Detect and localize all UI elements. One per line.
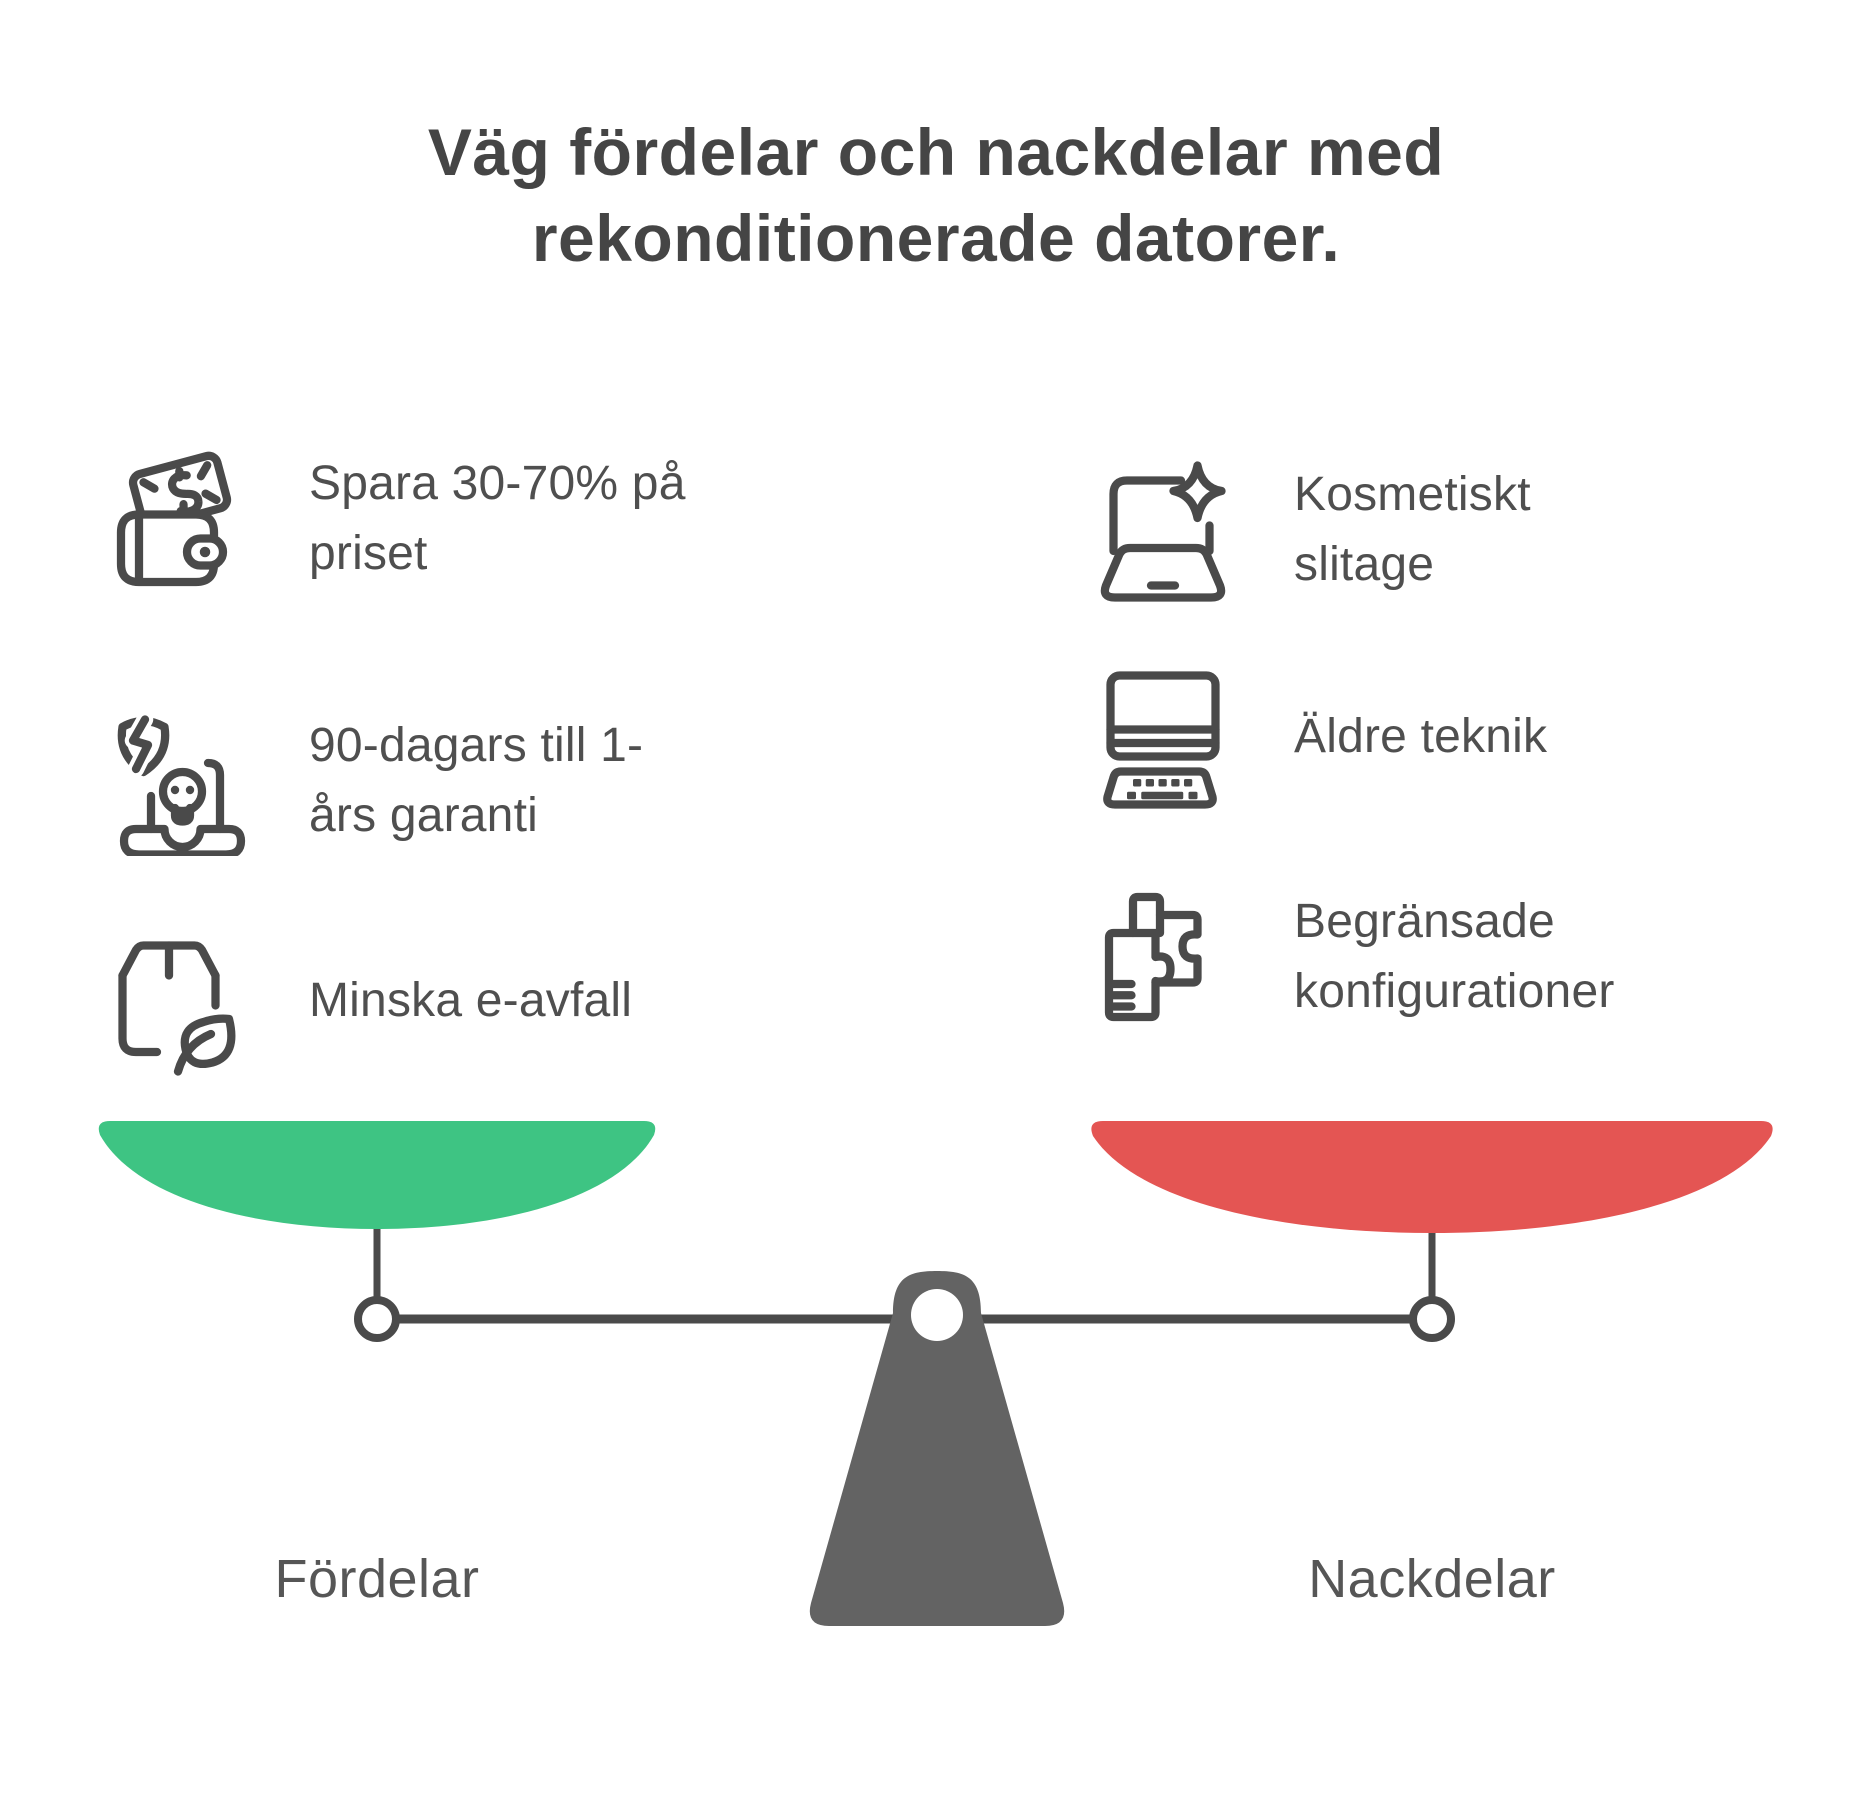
pros-pan-label: Fördelar xyxy=(274,1549,480,1609)
page-title: Väg fördelar och nackdelar med rekonditi… xyxy=(427,115,1445,275)
puzzle-pieces-icon xyxy=(1088,877,1238,1037)
cons-item-text: Kosmetiskt slitage xyxy=(1294,468,1531,591)
pros-item-text: Minska e-avfall xyxy=(309,974,633,1028)
pros-pan xyxy=(98,1121,656,1229)
cons-item-text: Äldre teknik xyxy=(1294,710,1548,764)
cons-item-limited-configs: Begränsade konfigurationer xyxy=(1088,876,1664,1038)
cons-item-older-tech: Äldre teknik xyxy=(1088,660,1664,814)
laptop-sparkle-icon xyxy=(1088,450,1238,610)
cons-pan-label: Nackdelar xyxy=(1308,1549,1556,1609)
pros-hinge-ring xyxy=(354,1296,400,1342)
pros-item-text: 90-dagars till 1-års garanti xyxy=(309,719,644,842)
scale-fulcrum xyxy=(809,1271,1065,1626)
cons-pan xyxy=(1091,1121,1773,1233)
balance-scale-graphic xyxy=(98,1121,1773,1626)
pros-item-save-money: Spara 30-70% på priset xyxy=(103,438,689,600)
desktop-computer-icon xyxy=(1088,657,1238,817)
package-leaf-icon xyxy=(103,921,253,1081)
cons-item-cosmetic-wear: Kosmetiskt slitage xyxy=(1088,450,1664,610)
pros-item-text: Spara 30-70% på priset xyxy=(309,457,686,580)
cons-hinge-ring xyxy=(1409,1296,1455,1342)
pros-item-ewaste: Minska e-avfall xyxy=(103,918,689,1084)
pros-item-warranty: 90-dagars till 1-års garanti xyxy=(103,698,689,864)
wallet-money-icon xyxy=(103,439,253,599)
warranty-shield-laptop-icon xyxy=(103,701,253,861)
cons-item-text: Begränsade konfigurationer xyxy=(1294,895,1615,1018)
fulcrum-hole xyxy=(911,1289,963,1341)
